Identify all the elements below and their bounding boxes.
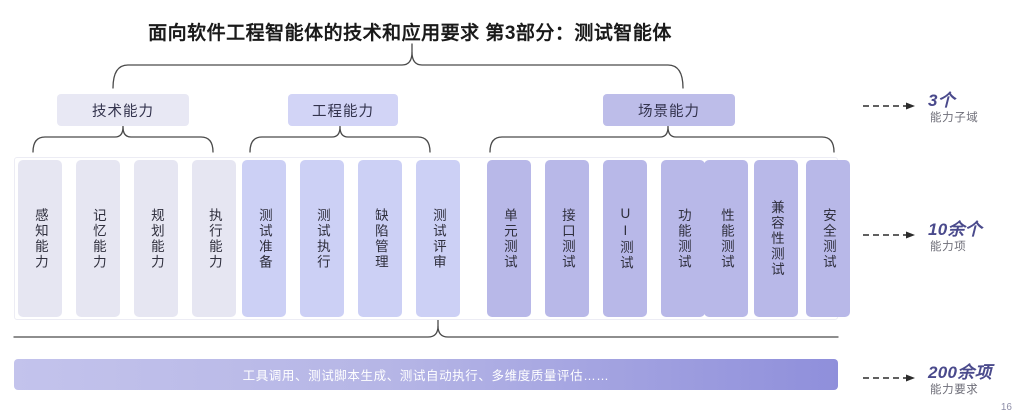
card-label: 功能测试 [675,207,691,270]
card-label: 缺陷管理 [372,207,388,270]
group-header-label: 场景能力 [638,103,700,120]
group-header-label: 工程能力 [312,103,374,120]
group-header-label: 技术能力 [92,103,154,120]
annotation-subdomains: 3个 能力子域 [862,88,1012,132]
capability-requirements-bar[interactable]: 工具调用、测试脚本生成、测试自动执行、多维度质量评估…… [14,359,838,390]
card-label: 执行能力 [206,207,222,270]
card-functional-test[interactable]: 功能测试 [661,160,705,317]
dashed-arrow-icon [863,102,915,110]
card-interface-test[interactable]: 接口测试 [545,160,589,317]
card-perception[interactable]: 感知能力 [18,160,62,317]
card-label: 规划能力 [148,207,164,270]
dashed-arrow-icon [863,374,915,382]
card-unit-test[interactable]: 单元测试 [487,160,531,317]
card-planning[interactable]: 规划能力 [134,160,178,317]
group-header-scenario[interactable]: 场景能力 [603,94,735,126]
card-test-review[interactable]: 测试评审 [416,160,460,317]
annotation-requirements: 200余项 能力要求 [862,360,1012,404]
annotation-label: 能力子域 [930,112,979,124]
card-test-preparation[interactable]: 测试准备 [242,160,286,317]
card-label: 安全测试 [820,207,836,270]
card-label: 性能测试 [718,207,734,270]
annotation-count: 10余个 [928,220,983,239]
card-label: 测试执行 [314,207,330,270]
card-ui-test[interactable]: UI测试 [603,160,647,317]
group-header-technical[interactable]: 技术能力 [57,94,189,126]
card-label: 感知能力 [32,207,48,270]
card-label: 记忆能力 [90,207,106,270]
annotation-label: 能力项 [930,241,967,253]
annotation-capability-items: 10余个 能力项 [862,217,1012,261]
card-label: 接口测试 [559,207,575,270]
annotation-label: 能力要求 [930,384,979,396]
dashed-arrow-icon [863,231,915,239]
card-security-test[interactable]: 安全测试 [806,160,850,317]
card-label: 兼容性测试 [768,199,784,278]
card-defect-management[interactable]: 缺陷管理 [358,160,402,317]
card-performance-test[interactable]: 性能测试 [704,160,748,317]
card-memory[interactable]: 记忆能力 [76,160,120,317]
page-title: 面向软件工程智能体的技术和应用要求 第3部分：测试智能体 [148,23,672,44]
card-label: 测试准备 [256,207,272,270]
page-number: 16 [1000,402,1012,413]
card-label: 测试评审 [430,207,446,270]
group-header-engineering[interactable]: 工程能力 [288,94,398,126]
card-execution[interactable]: 执行能力 [192,160,236,317]
card-label: 单元测试 [501,207,517,270]
card-test-execution[interactable]: 测试执行 [300,160,344,317]
annotation-count: 3个 [928,91,956,110]
card-label: UI测试 [617,206,633,271]
capability-requirements-text: 工具调用、测试脚本生成、测试自动执行、多维度质量评估…… [242,369,610,383]
annotation-count: 200余项 [928,363,992,382]
card-compatibility-test[interactable]: 兼容性测试 [754,160,798,317]
